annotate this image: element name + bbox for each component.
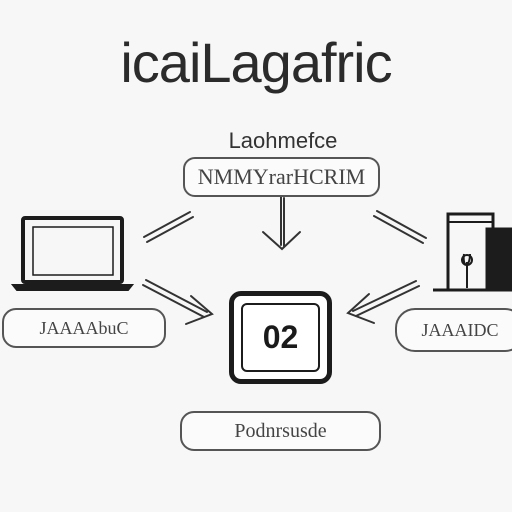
arrow-right-to-center <box>346 280 420 324</box>
arrow-top-center <box>262 196 301 251</box>
center-node-value: 02 <box>262 319 299 355</box>
left-node: JAAAAbuC <box>2 308 166 348</box>
center-node: 02 <box>229 291 332 384</box>
top-node: NMMYrarHCRIM <box>183 157 380 197</box>
diagram-title: icaiLagafric <box>120 31 392 94</box>
bottom-node-label: Podnrsusde <box>234 420 327 442</box>
laptop-icon <box>10 216 135 291</box>
arrow-top-left <box>143 211 194 243</box>
arrow-left-to-center <box>142 279 214 325</box>
diagram-subtitle: Laohmefce <box>228 128 338 153</box>
computer-tower-icon <box>433 212 512 292</box>
right-node-label: JAAAIDC <box>421 320 499 340</box>
bottom-node: Podnrsusde <box>180 411 381 451</box>
arrow-top-right <box>373 210 427 244</box>
right-node: JAAAIDC <box>395 308 512 352</box>
top-node-label: NMMYrarHCRIM <box>197 164 366 189</box>
center-node-inner: 02 <box>241 303 320 372</box>
left-node-label: JAAAAbuC <box>39 318 129 338</box>
